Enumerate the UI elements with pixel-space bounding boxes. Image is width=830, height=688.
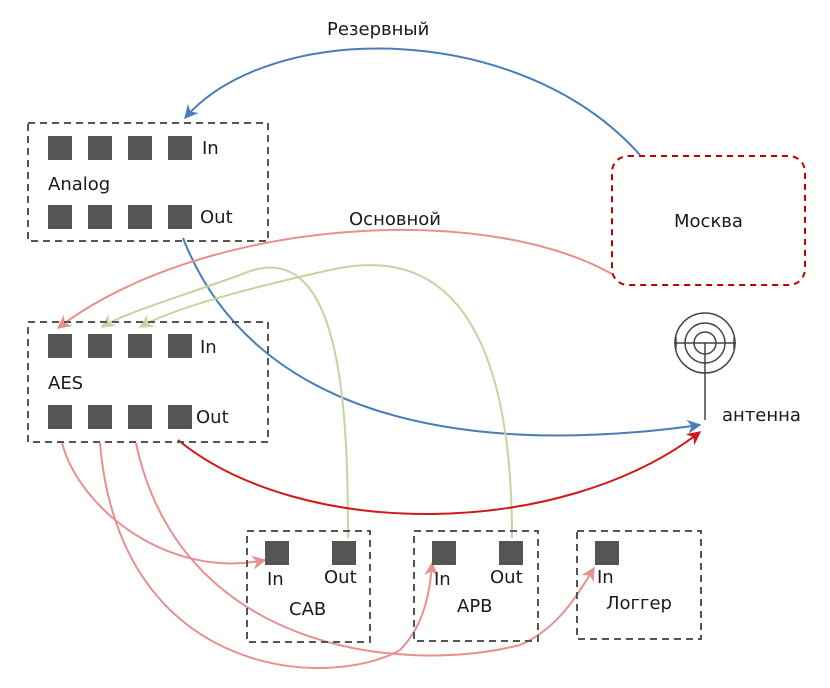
cab-block: In Out САВ — [246, 530, 371, 643]
analog-in-port-1 — [48, 136, 72, 160]
apb-in-port — [432, 541, 456, 565]
aes-out-ports — [48, 405, 192, 429]
analog-in-ports — [48, 136, 192, 160]
analog-in-port-4 — [168, 136, 192, 160]
analog-title: Analog — [48, 174, 110, 195]
analog-out-ports — [48, 205, 192, 229]
aes-out-port-1 — [48, 405, 72, 429]
aes-in-port-2 — [88, 334, 112, 358]
analog-to-antenna-link — [182, 237, 702, 437]
apb-out-port — [499, 541, 523, 565]
cab-in-port — [265, 541, 289, 565]
logger-title: Логгер — [606, 593, 672, 614]
aes-to-antenna-link — [177, 431, 702, 515]
logger-block: In Логгер — [576, 530, 702, 640]
reserve-link-label: Резервный — [327, 19, 429, 40]
analog-out-port-1 — [48, 205, 72, 229]
cab-in-label: In — [267, 569, 284, 590]
aes-block: In AES Out — [27, 321, 269, 443]
analog-block: In Analog Out — [27, 122, 269, 242]
logger-in-port — [595, 541, 619, 565]
aes-in-port-4 — [168, 334, 192, 358]
analog-out-port-3 — [128, 205, 152, 229]
analog-in-label: In — [202, 138, 219, 159]
aes-out-port-4 — [168, 405, 192, 429]
aes-in-port-3 — [128, 334, 152, 358]
aes-out-port-3 — [128, 405, 152, 429]
apb-in-label: In — [434, 569, 451, 590]
main-link-label: Основной — [349, 209, 441, 230]
aes-out-port-2 — [88, 405, 112, 429]
main-link — [56, 228, 613, 329]
analog-out-label: Out — [200, 207, 233, 228]
analog-out-port-2 — [88, 205, 112, 229]
cab-out-port — [332, 541, 356, 565]
antenna-label: антенна — [722, 405, 801, 426]
cab-return-link — [100, 266, 349, 539]
antenna-icon — [674, 312, 736, 420]
aes-title: AES — [48, 373, 83, 394]
aes-out-label: Out — [196, 407, 229, 428]
aes-to-cab-link — [61, 442, 267, 570]
apb-out-label: Out — [490, 567, 523, 588]
moscow-label: Москва — [674, 211, 743, 232]
apb-title: АРВ — [457, 596, 493, 617]
logger-in-label: In — [597, 567, 614, 588]
aes-to-apb-link — [99, 442, 439, 669]
reserve-link — [184, 47, 641, 156]
moscow-block: Москва — [611, 155, 806, 286]
aes-to-logger-link — [135, 442, 595, 657]
aes-in-port-1 — [48, 334, 72, 358]
apb-return-link — [138, 264, 513, 539]
analog-in-port-2 — [88, 136, 112, 160]
analog-out-port-4 — [168, 205, 192, 229]
cab-title: САВ — [289, 599, 326, 620]
apb-block: In Out АРВ — [413, 530, 539, 642]
analog-in-port-3 — [128, 136, 152, 160]
aes-in-label: In — [200, 337, 217, 358]
cab-out-label: Out — [324, 567, 357, 588]
aes-in-ports — [48, 334, 192, 358]
